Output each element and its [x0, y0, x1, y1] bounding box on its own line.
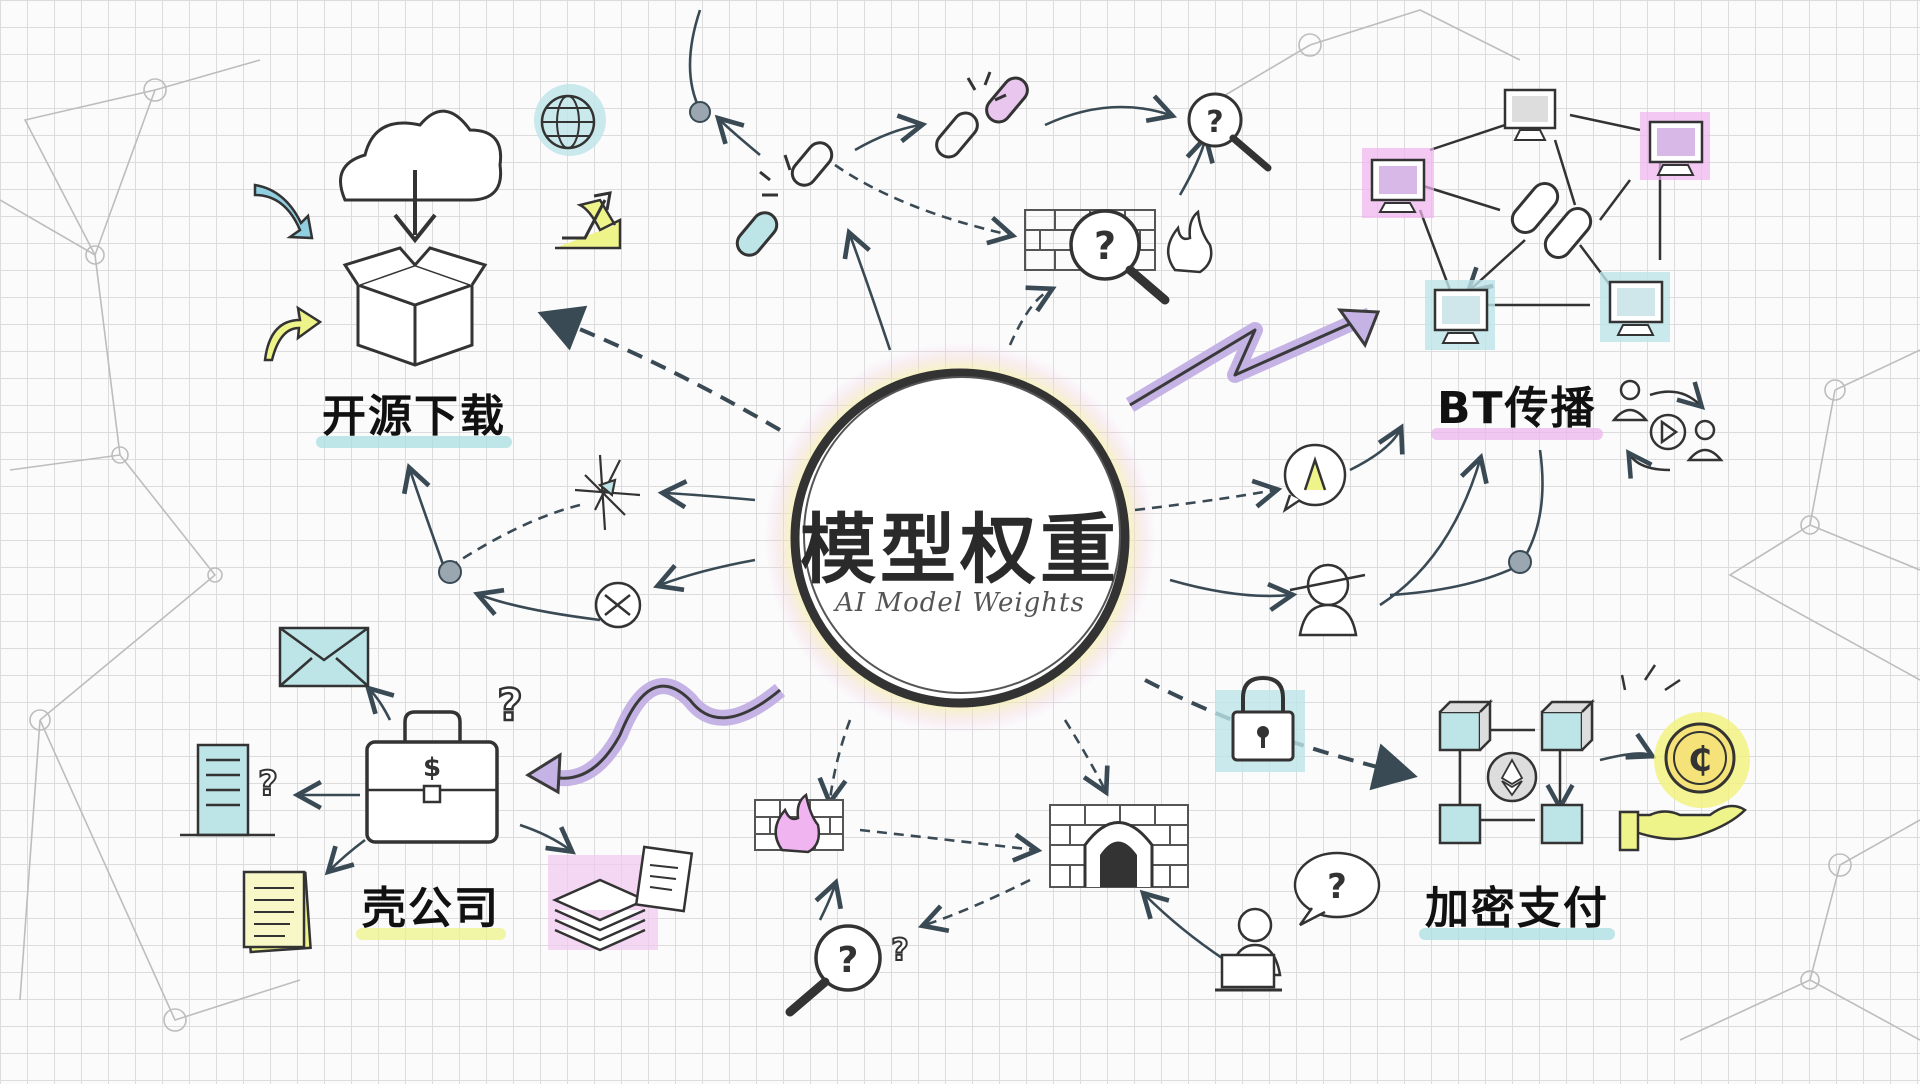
cloud-download-icon	[339, 109, 503, 244]
node-crypto-payment-label: 加密支付	[1425, 883, 1609, 934]
node-shell-company: 壳公司	[356, 872, 506, 940]
bt-network	[1418, 113, 1662, 305]
stack-icon	[548, 845, 694, 952]
waypoint-dots	[438, 101, 1532, 584]
tool-icon	[594, 581, 642, 629]
center-circle	[765, 343, 1155, 733]
svg-text:?: ?	[497, 680, 523, 731]
node-bt-label: BT传播	[1437, 383, 1597, 434]
node-shell-company-label: 壳公司	[362, 883, 500, 934]
svg-text:?: ?	[258, 764, 278, 804]
node-crypto-payment: 加密支付	[1419, 872, 1615, 940]
tunnel-icon	[1049, 804, 1189, 888]
center-title: 模型权重	[800, 505, 1120, 594]
envelope-icon	[278, 626, 370, 688]
chain-icon	[1510, 182, 1593, 259]
hacker-laptop-icon	[1215, 907, 1282, 992]
fire-icon	[1167, 209, 1213, 274]
arrow-icon	[253, 183, 314, 240]
documents-icon	[242, 870, 312, 954]
computer-icon	[1362, 148, 1434, 218]
question-magnifier-icon: ? ?	[785, 924, 910, 1017]
question-magnifier-icon: ?	[1187, 92, 1272, 172]
svg-text:?: ?	[891, 933, 908, 968]
question-mark-icon: ?	[496, 679, 524, 733]
hacker-icon	[1289, 563, 1366, 637]
lightning-arrow-shell	[525, 678, 786, 795]
arrow-icon	[555, 191, 622, 250]
svg-text:₵: ₵	[1688, 740, 1712, 780]
speech-bubble-icon: ?	[1293, 851, 1381, 927]
connectors	[292, 9, 1657, 962]
svg-text:$: $	[423, 753, 441, 783]
box-icon	[342, 246, 488, 367]
arrow-icon	[263, 305, 323, 362]
firewall-icon	[754, 792, 844, 854]
svg-text:?: ?	[1327, 867, 1347, 907]
ethereum-icon	[1486, 751, 1538, 803]
computer-icon	[1640, 112, 1710, 180]
node-open-source: 开源下载	[316, 380, 512, 448]
globe-icon	[534, 84, 606, 156]
svg-text:?: ?	[838, 940, 859, 981]
question-magnifier-icon: ?	[1069, 209, 1170, 305]
building-icon: ?	[180, 743, 279, 837]
broken-link-icon	[735, 141, 834, 257]
speech-bubble-icon	[1282, 443, 1347, 514]
broken-link-icon	[935, 71, 1029, 159]
computer-icon	[1503, 88, 1557, 141]
computer-icon	[1600, 272, 1670, 342]
lightning-arrow-bt	[1125, 307, 1381, 412]
briefcase-icon: $	[365, 710, 499, 844]
padlock-icon	[1215, 675, 1305, 772]
background-network	[0, 9, 1920, 1041]
node-bt: BT传播	[1431, 372, 1603, 440]
satellite-icon	[574, 454, 641, 531]
center-subtitle: AI Model Weights	[835, 588, 1085, 618]
node-open-source-label: 开源下载	[322, 391, 506, 442]
computer-icon	[1425, 280, 1495, 350]
blockchain-icon	[1438, 698, 1596, 845]
svg-text:?: ?	[1094, 224, 1116, 268]
users-share-icon	[1611, 379, 1724, 479]
svg-text:?: ?	[1206, 105, 1223, 140]
coin-hand-icon: ₵	[1618, 664, 1750, 852]
